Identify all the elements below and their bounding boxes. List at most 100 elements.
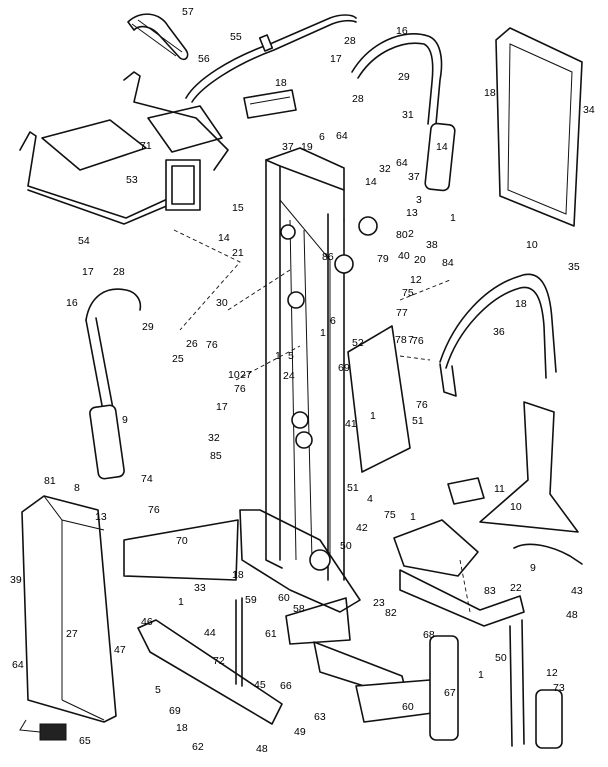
callout-label: 46 — [141, 616, 153, 628]
callout-label: 75 — [402, 287, 414, 299]
callout-label: 41 — [345, 418, 357, 430]
callout-label: 64 — [336, 130, 348, 142]
callout-label: 20 — [414, 254, 426, 266]
callout-label: 60 — [402, 701, 414, 713]
callout-label: 12 — [410, 274, 422, 286]
callout-label: 26 — [186, 338, 198, 350]
callout-label: 65 — [79, 735, 91, 747]
callout-label: 76 — [148, 504, 160, 516]
callout-label: 56 — [198, 53, 210, 65]
callout-label: 1 — [478, 669, 484, 681]
callout-label: 78 — [395, 334, 407, 346]
cable — [513, 543, 583, 565]
callout-label: 32 — [379, 163, 391, 175]
callout-label: 18 — [176, 722, 188, 734]
callout-label: 27 — [240, 369, 252, 381]
callout-label: 76 — [206, 339, 218, 351]
callout-label: 54 — [78, 235, 90, 247]
back-pad — [347, 325, 411, 473]
power-adapter — [19, 719, 67, 741]
callout-label: 48 — [256, 743, 268, 755]
callout-label: 16 — [396, 25, 408, 37]
callout-label: 53 — [126, 174, 138, 186]
callout-label: 76 — [416, 399, 428, 411]
main-tower-frame — [265, 147, 378, 581]
callout-label: 66 — [280, 680, 292, 692]
callout-label: 13 — [406, 207, 418, 219]
callout-label: 51 — [347, 482, 359, 494]
callout-label: 17 — [82, 266, 94, 278]
callout-label: 37 — [282, 141, 294, 153]
callout-label: 10 — [228, 369, 240, 381]
callout-label: 22 — [510, 582, 522, 594]
callout-label: 57 — [182, 6, 194, 18]
callout-label: 29 — [398, 71, 410, 83]
back-cushion-small — [243, 89, 297, 119]
callout-label: 14 — [365, 176, 377, 188]
callout-label: 69 — [169, 705, 181, 717]
callout-label: 37 — [408, 171, 420, 183]
top-handle-bar — [185, 14, 357, 103]
callout-label: 51 — [412, 415, 424, 427]
right-upper-arm — [351, 32, 456, 192]
callout-label: 4 — [367, 493, 373, 505]
right-press-arm — [439, 273, 557, 397]
callout-label: 24 — [283, 370, 295, 382]
callout-label: 1 — [370, 410, 376, 422]
callout-label: 60 — [278, 592, 290, 604]
callout-label: 64 — [12, 659, 24, 671]
callout-label: 67 — [444, 687, 456, 699]
callout-label: 47 — [114, 644, 126, 656]
callout-label: 42 — [356, 522, 368, 534]
left-upper-arm — [85, 288, 142, 480]
callout-label: 36 — [493, 326, 505, 338]
callout-label: 18 — [232, 569, 244, 581]
callout-label: 5 — [288, 350, 294, 362]
callout-label: 19 — [301, 141, 313, 153]
callout-label: 79 — [377, 253, 389, 265]
callout-label: 72 — [213, 655, 225, 667]
callout-label: 74 — [141, 473, 153, 485]
callout-label: 8 — [74, 482, 80, 494]
callout-label: 33 — [194, 582, 206, 594]
callout-label: 45 — [254, 679, 266, 691]
callout-label: 25 — [172, 353, 184, 365]
callout-label: 15 — [232, 202, 244, 214]
callout-label: 34 — [583, 104, 595, 116]
callout-label: 1 — [410, 511, 416, 523]
callout-label: 12 — [546, 667, 558, 679]
callout-label: 9 — [122, 414, 128, 426]
callout-label: 69 — [338, 362, 350, 374]
callout-label: 17 — [330, 53, 342, 65]
callout-label: 27 — [66, 628, 78, 640]
assembly-guides — [173, 229, 471, 613]
callout-label: 71 — [140, 140, 152, 152]
callout-label: 13 — [95, 511, 107, 523]
callout-label: 38 — [426, 239, 438, 251]
callout-label: 48 — [0, 0, 12, 3]
callout-label: 63 — [314, 711, 326, 723]
callout-label: 75 — [384, 509, 396, 521]
callout-label: 76 — [234, 383, 246, 395]
callout-label: 16 — [66, 297, 78, 309]
callout-label: 11 — [494, 483, 505, 495]
callout-label: 28 — [352, 93, 364, 105]
callout-label: 14 — [436, 141, 448, 153]
callout-label: 68 — [423, 629, 435, 641]
callout-label: 18 — [275, 77, 287, 89]
triangle-handle — [479, 401, 579, 533]
callout-label: 7 — [408, 334, 414, 346]
right-shroud-panel — [495, 27, 583, 227]
callout-label: 23 — [373, 597, 385, 609]
foot-rest-bar — [137, 597, 283, 725]
callout-label: 43 — [571, 585, 583, 597]
callout-label: 28 — [344, 35, 356, 47]
callout-label: 10 — [526, 239, 538, 251]
callout-label: 61 — [265, 628, 277, 640]
seat-pad — [393, 519, 479, 577]
callout-label: 29 — [142, 321, 154, 333]
callout-label: 5 — [155, 684, 161, 696]
